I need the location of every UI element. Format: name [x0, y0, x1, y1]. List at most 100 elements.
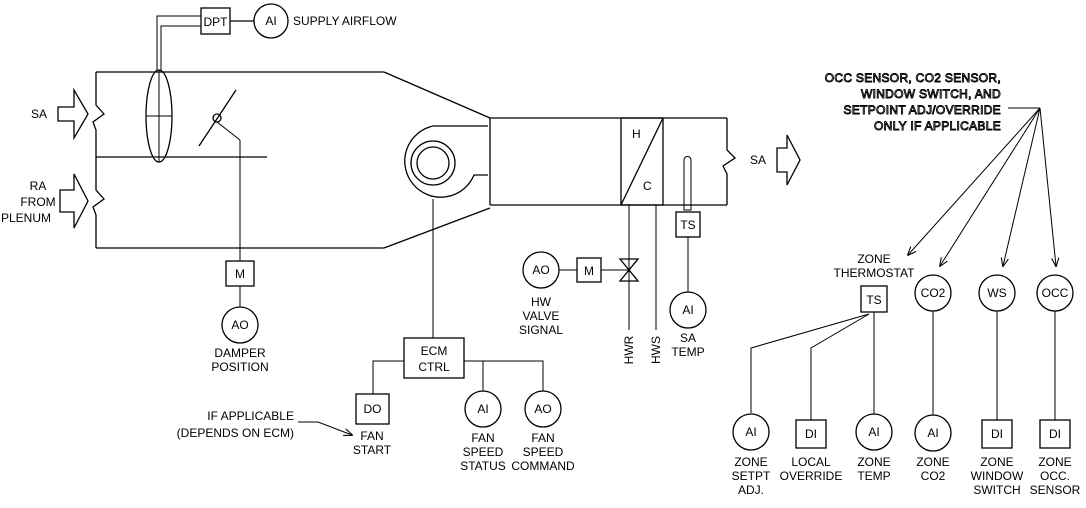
coil-h-label: H	[632, 127, 641, 141]
fan-speed-command-line2: SPEED	[523, 445, 564, 459]
sa-temp-ai-label: AI	[682, 303, 693, 317]
zone-temp-line2: TEMP	[857, 469, 890, 483]
fan-speed-status-line1: FAN	[471, 431, 494, 445]
if-applicable-arrow	[298, 421, 352, 435]
valve-actuator-box	[576, 257, 602, 283]
thermostat-caption-line2: THERMOSTAT	[834, 266, 916, 280]
zone-point-setpt: AI ZONE SETPT ADJ.	[732, 413, 771, 497]
sa-outlet-label: SA	[750, 153, 766, 167]
local-override-line1: LOCAL	[791, 455, 831, 469]
zone-occupancy-sensor: OCC	[1036, 274, 1074, 420]
occupancy-sensor-label: OCC	[1042, 286, 1069, 300]
fan-speed-command-ao-label: AO	[534, 402, 551, 416]
damper-caption-line2: POSITION	[211, 360, 268, 374]
zone-note-line2: WINDOW SWITCH, AND	[861, 87, 1001, 101]
thermostat-caption-line1: ZONE	[857, 252, 890, 266]
sa-temp-ai-circle	[669, 291, 707, 329]
sa-ts-label: TS	[680, 218, 695, 232]
sa-temp-caption-line1: SA	[680, 331, 696, 345]
damper-caption-line1: DAMPER	[214, 346, 266, 360]
fan-start-caption-line1: FAN	[360, 429, 383, 443]
fan-speed-command-line1: FAN	[531, 431, 554, 445]
co2-sensor-label: CO2	[921, 286, 946, 300]
hws-label: HWS	[649, 336, 663, 364]
hwr-label: HWR	[622, 335, 636, 364]
occ-sensor-line1: ZONE	[1038, 455, 1071, 469]
zone-thermostat: ZONE THERMOSTAT TS	[750, 252, 916, 420]
ecm-controller: ECM CTRL DO FAN START AI FAN SPEED STATU…	[177, 337, 575, 473]
sa-outlet-arrow: SA	[750, 134, 801, 186]
window-switch-di-box	[981, 419, 1013, 449]
zone-temp-tag: AI	[868, 425, 879, 439]
damper-actuator-label: M	[235, 267, 245, 281]
zone-setpt-line2: SETPT	[732, 469, 771, 483]
zone-point-window: DI ZONE WINDOW SWITCH	[971, 419, 1024, 497]
air-handler-duct	[92, 71, 737, 249]
valve-actuator-label: M	[584, 264, 594, 278]
if-applicable-note-line1: IF APPLICABLE	[207, 409, 294, 423]
ecm-ctrl-line1: ECM	[421, 344, 448, 358]
fan-speed-command-line3: COMMAND	[511, 459, 575, 473]
dpt-label: DPT	[204, 15, 229, 29]
local-override-tag: DI	[805, 427, 817, 441]
damper-ao-circle	[221, 306, 259, 344]
fan-speed-command-ao-circle	[524, 390, 562, 428]
local-override-di-box	[795, 419, 827, 449]
zone-note-line3: SETPOINT ADJ/OVERRIDE	[844, 103, 1001, 117]
occ-sensor-di-box	[1039, 419, 1071, 449]
fan-start-do-label: DO	[364, 402, 382, 416]
supply-fan	[404, 125, 488, 338]
dpt-box	[200, 7, 231, 35]
valve-ao-label: AO	[532, 263, 549, 277]
zone-temp-line1: ZONE	[857, 455, 890, 469]
zone-co2-line1: ZONE	[916, 455, 949, 469]
return-damper: M AO DAMPER POSITION	[198, 89, 269, 374]
sa-temp-caption-line2: TEMP	[671, 345, 704, 359]
local-override-line2: OVERRIDE	[780, 469, 843, 483]
zone-note-line1: OCC SENSOR, CO2 SENSOR,	[825, 71, 1001, 85]
zone-ts-label: TS	[866, 293, 881, 307]
zone-devices-note: OCC SENSOR, CO2 SENSOR, WINDOW SWITCH, A…	[824, 71, 1056, 266]
valve-ao-circle	[522, 251, 560, 289]
window-switch-line1: ZONE	[980, 455, 1013, 469]
zone-co2-sensor: CO2	[914, 274, 952, 415]
ecm-ctrl-line2: CTRL	[418, 360, 450, 374]
window-switch-line2: WINDOW	[971, 469, 1024, 483]
zone-setpt-line3: ADJ.	[738, 483, 764, 497]
valve-caption-line2: VALVE	[523, 309, 560, 323]
zone-window-switch: WS	[978, 274, 1016, 420]
zone-setpt-ai-circle	[732, 413, 770, 451]
ra-label: RA	[30, 179, 47, 193]
ra-plenum-label: PLENUM	[1, 211, 51, 225]
window-switch-tag: DI	[991, 427, 1003, 441]
fan-start-do-box	[355, 393, 390, 425]
valve-caption-line3: SIGNAL	[519, 323, 563, 337]
occ-sensor-tag: DI	[1049, 427, 1061, 441]
zone-point-co2: AI ZONE CO2	[914, 414, 952, 483]
zone-co2-line2: CO2	[921, 469, 946, 483]
fan-speed-status-ai-label: AI	[477, 402, 488, 416]
supply-airflow-ai-label: AI	[265, 14, 276, 28]
zone-temp-ai-circle	[855, 413, 893, 451]
zone-point-occ: DI ZONE OCC. SENSOR	[1030, 419, 1081, 497]
supply-airflow-ai-circle	[253, 3, 289, 39]
coil-c-label: C	[643, 179, 652, 193]
ra-inlet-arrow: RA FROM PLENUM	[1, 173, 89, 229]
occ-sensor-line3: SENSOR	[1030, 483, 1081, 497]
zone-setpt-line1: ZONE	[734, 455, 767, 469]
zone-note-line4: ONLY IF APPLICABLE	[874, 119, 1001, 133]
heating-cooling-coil: H C	[620, 117, 664, 206]
zone-point-override: DI LOCAL OVERRIDE	[780, 419, 843, 483]
zone-setpt-tag: AI	[745, 425, 756, 439]
sa-temp-sensor: TS AI SA TEMP	[669, 156, 707, 359]
airflow-measurement-station: DPT AI SUPPLY AIRFLOW	[145, 3, 397, 163]
fan-start-caption-line2: START	[353, 443, 392, 457]
fan-speed-status-ai-circle	[464, 390, 502, 428]
zone-co2-tag: AI	[927, 426, 938, 440]
valve-caption-line1: HW	[531, 295, 552, 309]
fan-speed-status-line2: SPEED	[463, 445, 504, 459]
sa-ts-box	[675, 211, 701, 238]
sa-inlet-arrow: SA	[31, 87, 89, 141]
zone-ts-box	[860, 285, 888, 313]
